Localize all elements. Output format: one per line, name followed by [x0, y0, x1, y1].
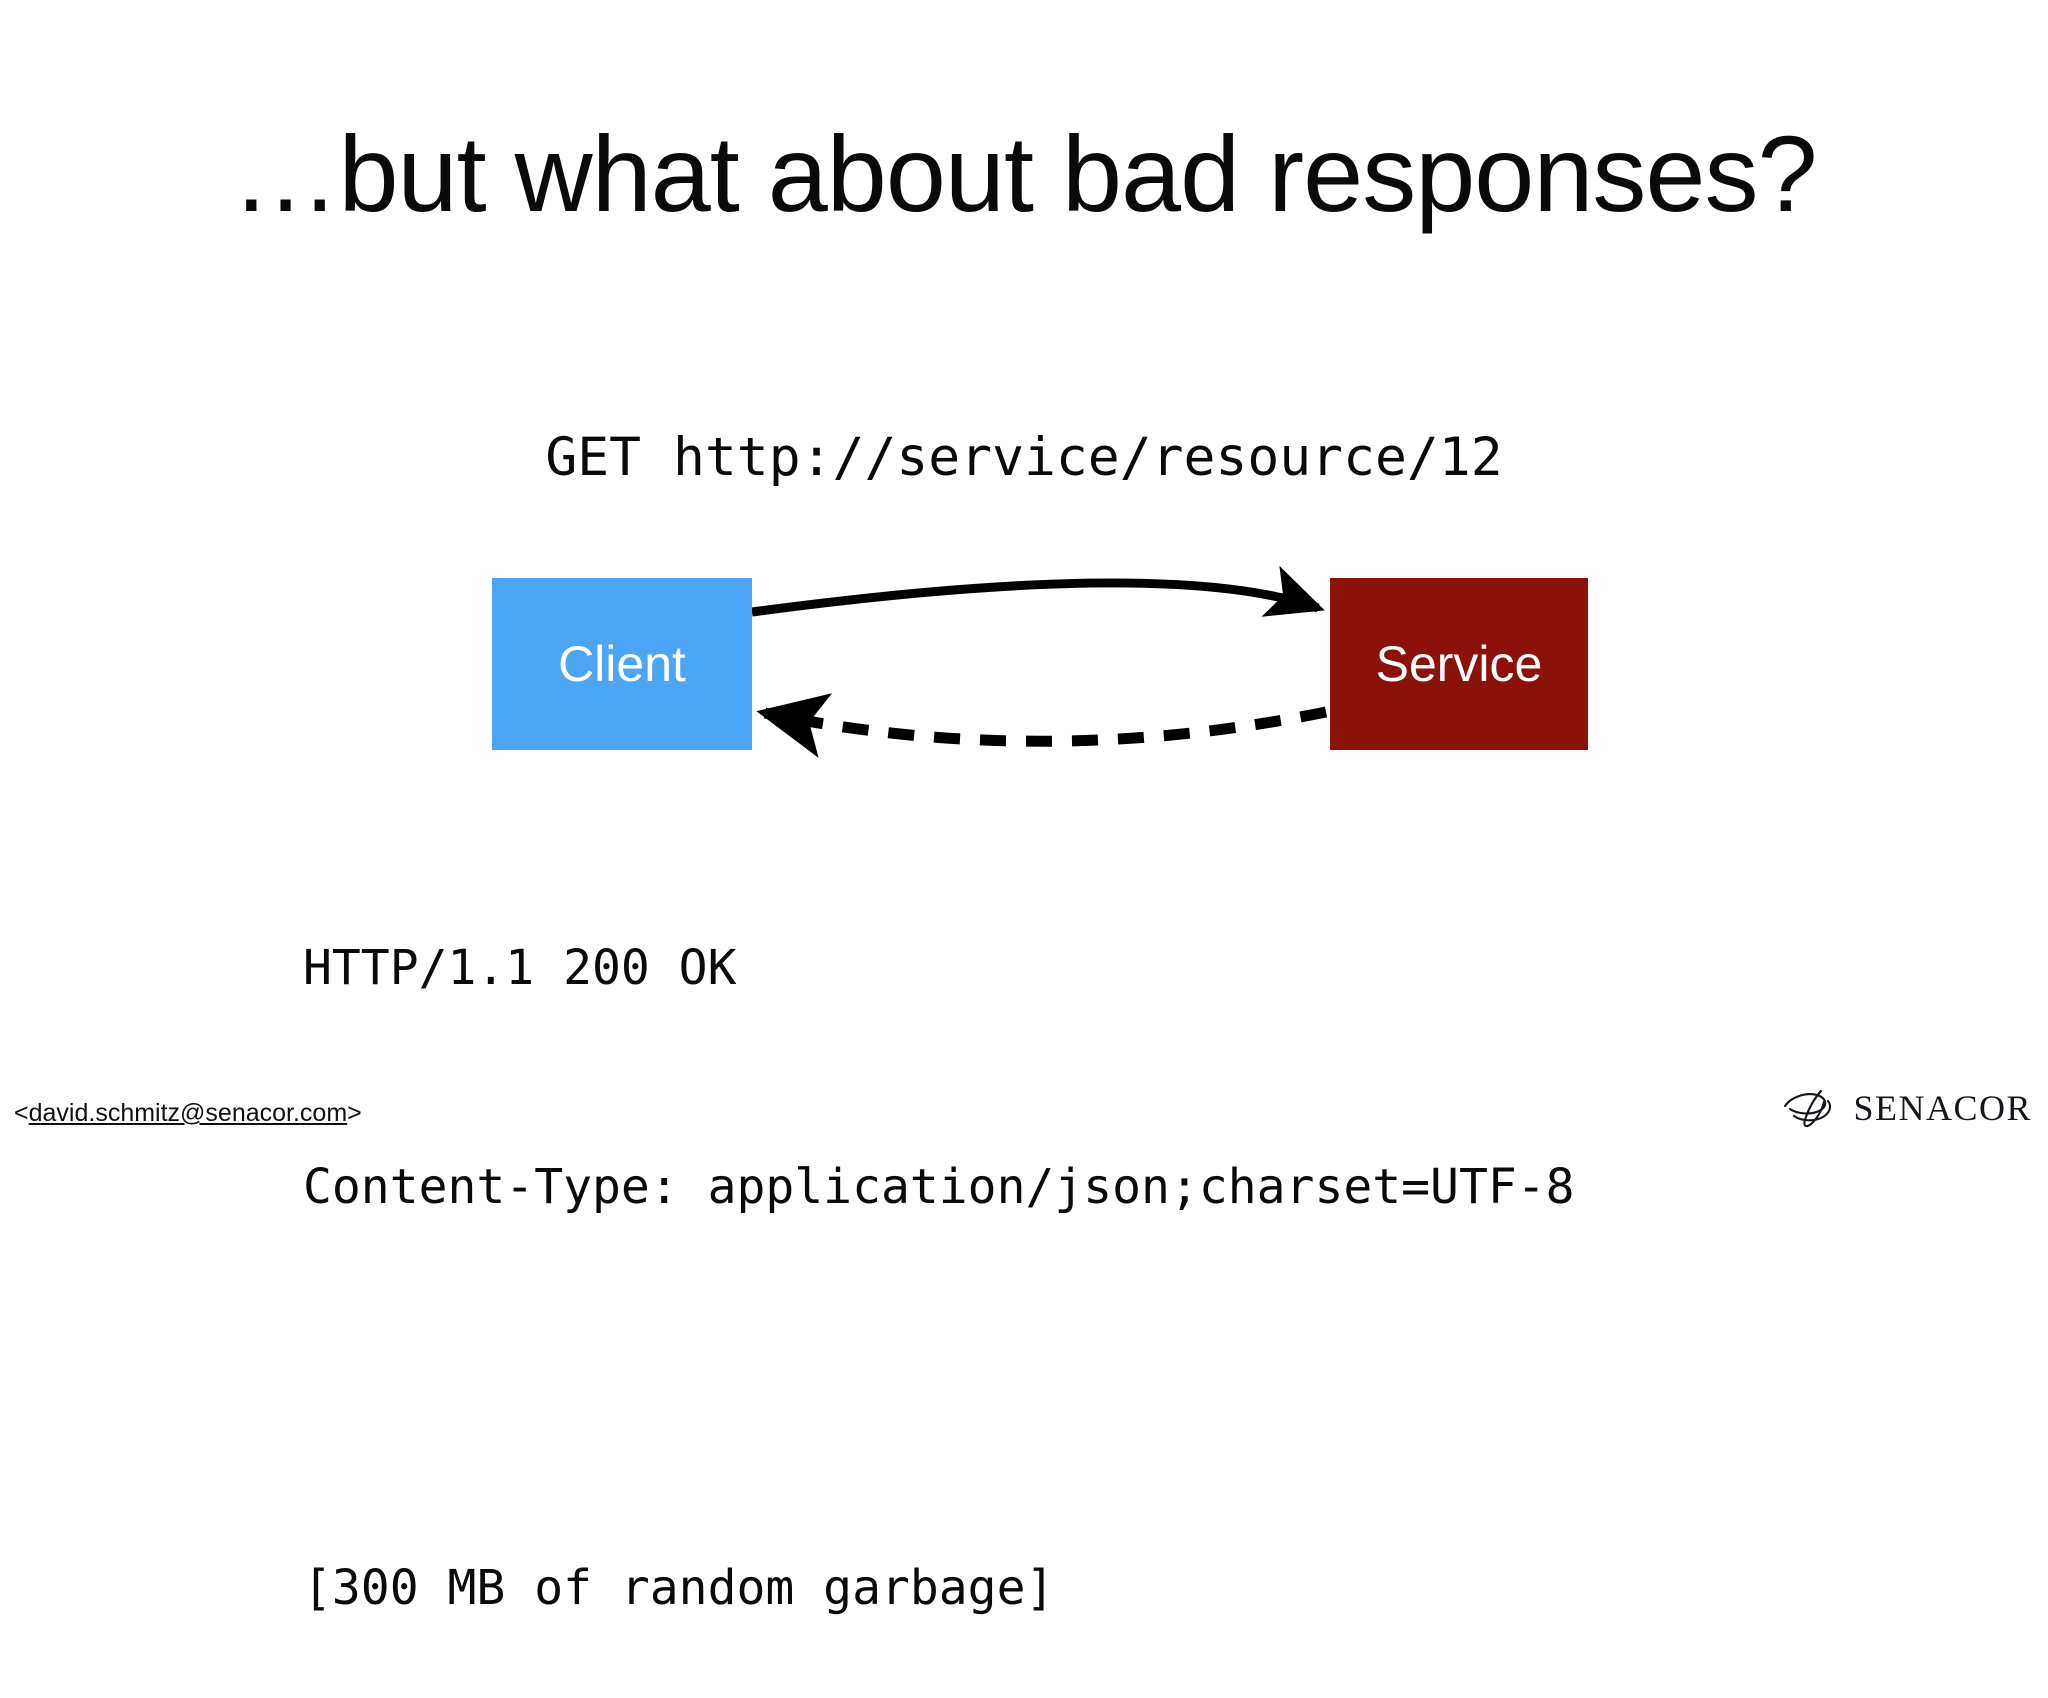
response-blank-line: [303, 1370, 1575, 1406]
request-arrow: [751, 565, 1325, 617]
footer-email[interactable]: <david.schmitz@senacor.com>: [14, 1098, 362, 1128]
client-node: Client: [492, 578, 752, 750]
senacor-logo: SENACOR: [1781, 1086, 2032, 1130]
senacor-wordmark: SENACOR: [1853, 1088, 2032, 1128]
email-bracket-close: >: [347, 1099, 362, 1127]
senacor-swirl-icon: [1784, 1089, 1832, 1128]
http-response-block: HTTP/1.1 200 OK Content-Type: applicatio…: [303, 786, 1575, 1698]
client-node-label: Client: [558, 636, 686, 692]
http-content-type-line: Content-Type: application/json;charset=U…: [303, 1159, 1575, 1215]
http-body-line: [300 MB of random garbage]: [303, 1560, 1055, 1616]
http-status-line: HTTP/1.1 200 OK: [303, 940, 737, 996]
service-node-label: Service: [1375, 636, 1543, 692]
email-bracket-open: <: [14, 1099, 29, 1127]
email-link[interactable]: david.schmitz@senacor.com: [28, 1099, 348, 1127]
page-title: …but what about bad responses?: [231, 113, 1817, 234]
service-node: Service: [1330, 578, 1588, 750]
http-request-line: GET http://service/resource/12: [545, 427, 1503, 488]
response-arrow: [756, 693, 1328, 758]
